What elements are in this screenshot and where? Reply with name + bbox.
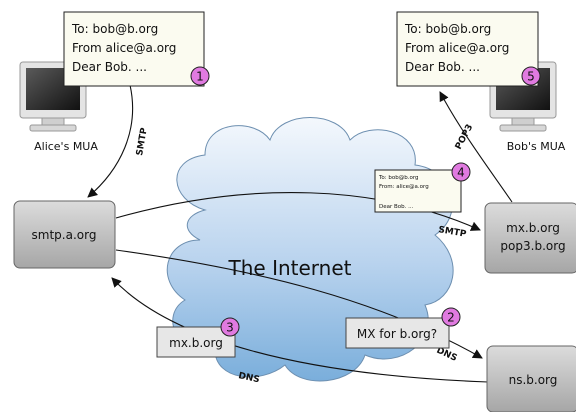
svg-text:5: 5 bbox=[527, 70, 535, 84]
ns-server-label: ns.b.org bbox=[509, 373, 558, 387]
dns-query-box: MX for b.org? bbox=[345, 317, 450, 349]
step-3-badge: 3 bbox=[220, 317, 240, 337]
alice-mua-label: Alice's MUA bbox=[34, 140, 98, 153]
alice-to-smtp-line bbox=[87, 84, 134, 198]
smtp-server-label: smtp.a.org bbox=[32, 228, 97, 242]
transit-letter: To: bob@b.org From: alice@a.org Dear Bob… bbox=[374, 169, 462, 213]
svg-text:3: 3 bbox=[226, 321, 234, 335]
bob-letter-from: From alice@a.org bbox=[405, 41, 509, 55]
transit-letter-from: From: alice@a.org bbox=[379, 184, 429, 190]
bob-letter-to: To: bob@b.org bbox=[404, 22, 491, 36]
alice-letter-to: To: bob@b.org bbox=[71, 22, 158, 36]
svg-text:2: 2 bbox=[447, 311, 455, 325]
mx-server-label-1: mx.b.org bbox=[506, 221, 560, 235]
smtp-to-mx-line bbox=[115, 191, 481, 231]
mx-server: mx.b.org pop3.b.org bbox=[484, 202, 576, 274]
bob-mua-label: Bob's MUA bbox=[507, 140, 566, 153]
step-5-badge: 5 bbox=[521, 66, 541, 86]
transit-letter-to: To: bob@b.org bbox=[378, 175, 419, 181]
dns-answer-text: mx.b.org bbox=[169, 336, 223, 350]
smtp-middle-label: SMTP bbox=[437, 225, 467, 240]
step-2-badge: 2 bbox=[441, 307, 461, 327]
mx-to-bob-line bbox=[439, 91, 513, 203]
pop3-label: POP3 bbox=[454, 123, 476, 152]
bob-letter: To: bob@b.org From alice@a.org Dear Bob.… bbox=[396, 11, 539, 87]
internet-label: The Internet bbox=[228, 256, 352, 280]
alice-letter: To: bob@b.org From alice@a.org Dear Bob.… bbox=[63, 11, 205, 87]
alice-letter-body: Dear Bob. ... bbox=[72, 60, 147, 74]
smtp-upper-label: SMTP bbox=[135, 127, 150, 157]
smtp-server: smtp.a.org bbox=[13, 200, 116, 269]
dns-query-text: MX for b.org? bbox=[357, 327, 437, 341]
mx-server-label-2: pop3.b.org bbox=[500, 239, 565, 253]
dns-bottom-label: DNS bbox=[237, 371, 260, 385]
bob-letter-body: Dear Bob. ... bbox=[405, 60, 480, 74]
ns-to-smtp-line bbox=[111, 277, 489, 383]
step-4-badge: 4 bbox=[451, 162, 471, 182]
alice-letter-from: From alice@a.org bbox=[72, 41, 176, 55]
svg-text:1: 1 bbox=[196, 70, 204, 84]
transit-letter-body: Dear Bob. ... bbox=[379, 204, 414, 210]
ns-server: ns.b.org bbox=[486, 345, 576, 412]
step-1-badge: 1 bbox=[190, 66, 210, 86]
svg-text:4: 4 bbox=[457, 166, 465, 180]
